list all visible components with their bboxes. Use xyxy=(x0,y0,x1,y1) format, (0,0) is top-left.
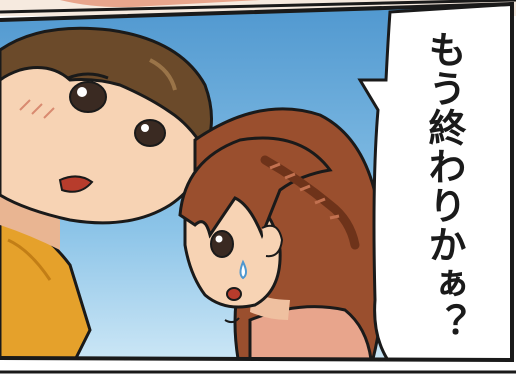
speech-bubble xyxy=(357,4,512,360)
girl-character xyxy=(178,107,385,360)
panel-border xyxy=(0,1,514,363)
speech-text: もう終わりかぁ？ xyxy=(422,30,466,342)
